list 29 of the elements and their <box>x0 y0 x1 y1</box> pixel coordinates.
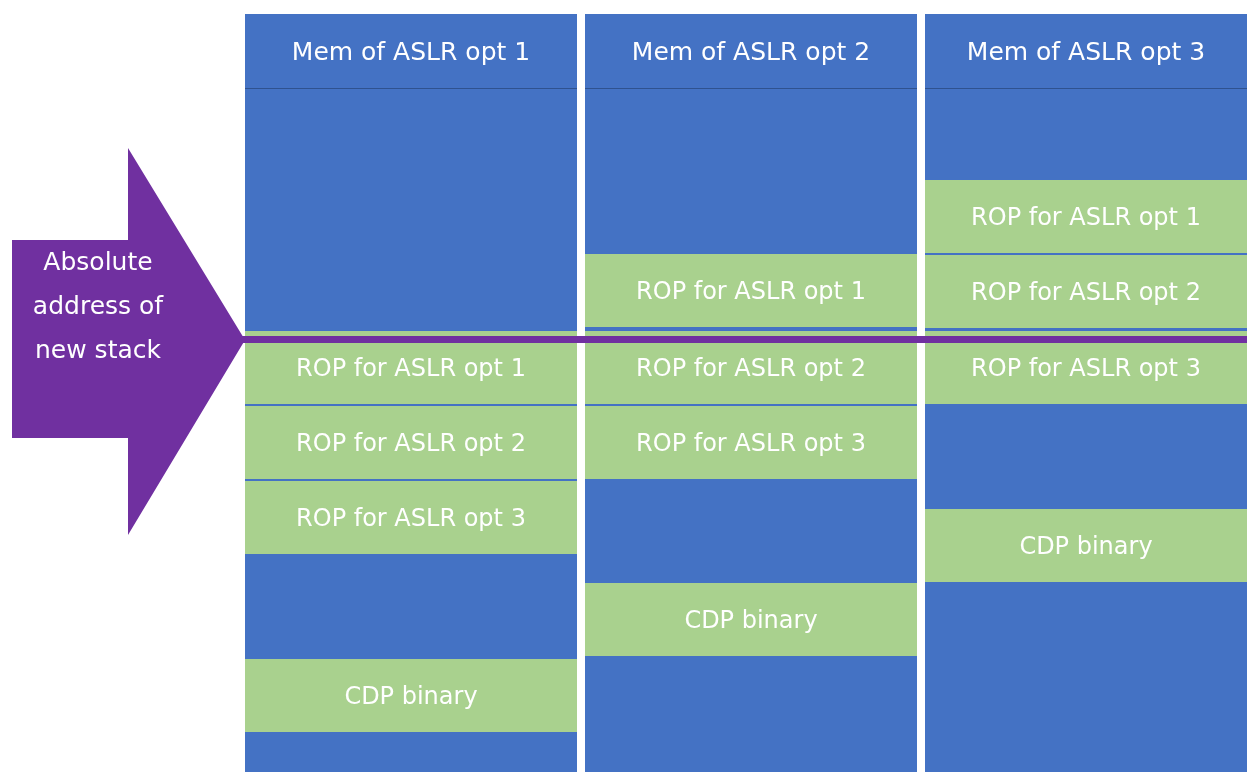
column-heading: Mem of ASLR opt 3 <box>966 36 1206 66</box>
memory-block <box>925 254 1247 328</box>
block-label: ROP for ASLR opt 2 <box>971 277 1201 306</box>
block-label: ROP for ASLR opt 3 <box>296 503 526 532</box>
block-label: CDP binary <box>1019 531 1153 560</box>
memory-column <box>585 14 917 772</box>
block-label: ROP for ASLR opt 2 <box>636 353 866 382</box>
memory-block <box>585 582 917 656</box>
block-label: CDP binary <box>344 681 478 710</box>
memory-column <box>245 14 577 772</box>
memory-column <box>925 14 1247 772</box>
column-heading: Mem of ASLR opt 2 <box>631 36 871 66</box>
column-heading: Mem of ASLR opt 1 <box>291 36 531 66</box>
block-label: CDP binary <box>684 605 818 634</box>
block-label: ROP for ASLR opt 1 <box>971 202 1201 231</box>
block-label: ROP for ASLR opt 1 <box>636 276 866 305</box>
block-label: ROP for ASLR opt 3 <box>971 353 1201 382</box>
memory-block <box>245 658 577 732</box>
block-label: ROP for ASLR opt 1 <box>296 353 526 382</box>
arrow-label: Absolute address of new stack <box>31 246 165 366</box>
memory-block <box>925 508 1247 582</box>
block-arrow <box>12 148 245 535</box>
memory-block <box>245 405 577 479</box>
block-label: ROP for ASLR opt 2 <box>296 428 526 457</box>
memory-block <box>925 179 1247 253</box>
block-label: ROP for ASLR opt 3 <box>636 428 866 457</box>
memory-block <box>585 405 917 479</box>
memory-block <box>245 480 577 554</box>
memory-block <box>585 253 917 327</box>
